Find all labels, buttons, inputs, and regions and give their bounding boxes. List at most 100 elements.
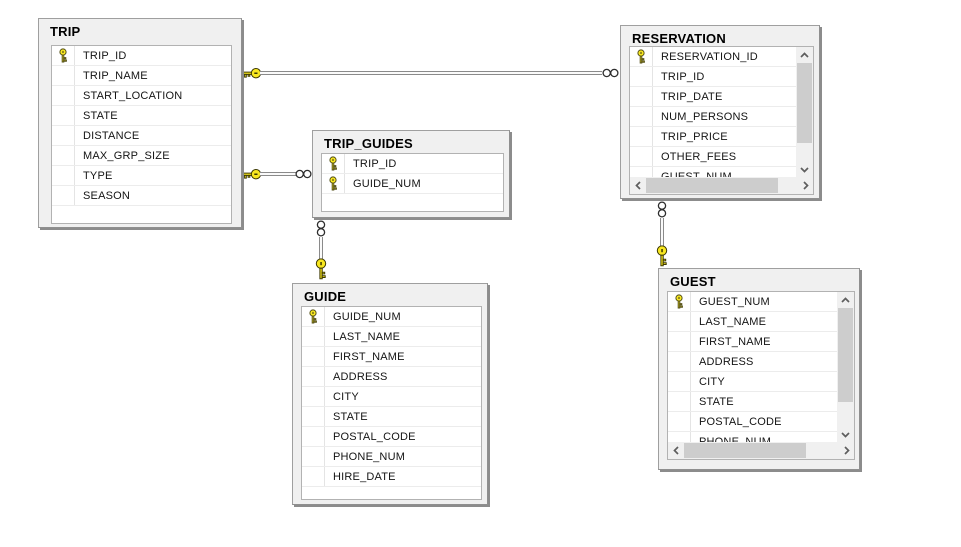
many-end-infinity-icon	[601, 67, 620, 79]
horizontal-scroll-thumb[interactable]	[646, 178, 778, 193]
pk-cell-empty	[52, 126, 75, 145]
scroll-right-icon[interactable]	[797, 177, 813, 194]
column-row[interactable]: ADDRESS	[302, 367, 481, 387]
column-name: GUEST_NUM	[699, 295, 770, 308]
table-window-trip[interactable]: TRIP TRIP_ID TRIP_NAME START_LOCATION STATE…	[38, 18, 242, 228]
column-name: STATE	[333, 410, 368, 423]
vertical-scrollbar[interactable]	[796, 47, 813, 177]
relationship-line[interactable]	[660, 218, 664, 246]
column-row[interactable]: STATE	[668, 392, 837, 412]
relationship-line[interactable]	[319, 237, 323, 260]
pk-cell-empty	[630, 147, 653, 166]
column-row[interactable]: SEASON	[52, 186, 231, 206]
relationship-line[interactable]	[260, 71, 602, 75]
horizontal-scrollbar[interactable]	[630, 177, 813, 194]
column-name: CITY	[699, 375, 725, 388]
column-row[interactable]: ADDRESS	[668, 352, 837, 372]
horizontal-scrollbar[interactable]	[668, 442, 854, 459]
column-row[interactable]: GUIDE_NUM	[302, 307, 481, 327]
column-row[interactable]: RESERVATION_ID	[630, 47, 796, 67]
table-grid: GUEST_NUM LAST_NAME FIRST_NAME ADDRESS CITY S…	[667, 291, 855, 460]
column-name: POSTAL_CODE	[699, 415, 782, 428]
column-name: FIRST_NAME	[699, 335, 771, 348]
pk-cell-empty	[668, 412, 691, 431]
scroll-up-icon[interactable]	[837, 292, 854, 308]
column-row[interactable]: HIRE_DATE	[302, 467, 481, 487]
column-name: TRIP_ID	[83, 49, 127, 62]
column-row[interactable]: FIRST_NAME	[668, 332, 837, 352]
column-row[interactable]: POSTAL_CODE	[302, 427, 481, 447]
column-name: RESERVATION_ID	[661, 50, 758, 63]
column-name: OTHER_FEES	[661, 150, 737, 163]
column-name: LAST_NAME	[333, 330, 401, 343]
column-name: DISTANCE	[83, 129, 140, 142]
column-name: MAX_GRP_SIZE	[83, 149, 170, 162]
column-name: TYPE	[83, 169, 113, 182]
column-name: GUEST_NUM	[661, 170, 732, 178]
scroll-left-icon[interactable]	[668, 442, 684, 459]
column-row[interactable]: NUM_PERSONS	[630, 107, 796, 127]
horizontal-scroll-thumb[interactable]	[684, 443, 806, 458]
column-row[interactable]: POSTAL_CODE	[668, 412, 837, 432]
column-row[interactable]: FIRST_NAME	[302, 347, 481, 367]
column-row[interactable]: GUEST_NUM	[630, 167, 796, 177]
column-row[interactable]: START_LOCATION	[52, 86, 231, 106]
scroll-left-icon[interactable]	[630, 177, 646, 194]
vertical-scrollbar[interactable]	[837, 292, 854, 442]
column-row[interactable]: TRIP_PRICE	[630, 127, 796, 147]
column-row[interactable]: PHONE_NUM	[668, 432, 837, 442]
column-name: SEASON	[83, 189, 131, 202]
scroll-down-icon[interactable]	[837, 426, 854, 442]
pk-cell-empty	[52, 106, 75, 125]
vertical-scroll-thumb[interactable]	[797, 63, 812, 143]
column-row[interactable]: LAST_NAME	[668, 312, 837, 332]
table-title: TRIP_GUIDES	[324, 136, 413, 151]
relationship-line[interactable]	[260, 172, 296, 176]
scroll-up-icon[interactable]	[796, 47, 813, 63]
column-row[interactable]: TRIP_ID	[322, 154, 503, 174]
pk-cell-empty	[52, 146, 75, 165]
scroll-right-icon[interactable]	[838, 442, 854, 459]
column-row[interactable]: TRIP_DATE	[630, 87, 796, 107]
table-window-reservation[interactable]: RESERVATION RESERVATION_ID TRIP_ID TRIP_DA…	[620, 25, 820, 199]
pk-cell-empty	[630, 167, 653, 177]
column-row[interactable]: GUEST_NUM	[668, 292, 837, 312]
table-grid: RESERVATION_ID TRIP_ID TRIP_DATE NUM_PERSON…	[629, 46, 814, 195]
column-name: CITY	[333, 390, 359, 403]
column-row[interactable]: LAST_NAME	[302, 327, 481, 347]
column-row[interactable]: DISTANCE	[52, 126, 231, 146]
column-row[interactable]: TYPE	[52, 166, 231, 186]
pk-cell-empty	[630, 127, 653, 146]
column-row[interactable]: CITY	[668, 372, 837, 392]
column-row[interactable]: GUIDE_NUM	[322, 174, 503, 194]
column-name: GUIDE_NUM	[353, 177, 421, 190]
column-row[interactable]: STATE	[302, 407, 481, 427]
many-end-infinity-icon	[656, 200, 668, 219]
column-row[interactable]: OTHER_FEES	[630, 147, 796, 167]
pk-cell-empty	[668, 392, 691, 411]
scroll-down-icon[interactable]	[796, 161, 813, 177]
table-grid: TRIP_ID GUIDE_NUM	[321, 153, 504, 212]
pk-cell-empty	[52, 166, 75, 185]
one-end-key-icon	[242, 66, 262, 80]
column-row[interactable]: STATE	[52, 106, 231, 126]
table-title: TRIP	[50, 24, 81, 39]
column-row[interactable]: CITY	[302, 387, 481, 407]
column-name: TRIP_DATE	[661, 90, 723, 103]
column-name: TRIP_ID	[353, 157, 397, 170]
table-window-trip-guides[interactable]: TRIP_GUIDES TRIP_ID GUIDE_NUM	[312, 130, 510, 218]
primary-key-icon	[322, 154, 345, 173]
column-row[interactable]: TRIP_ID	[52, 46, 231, 66]
pk-cell-empty	[668, 372, 691, 391]
vertical-scroll-thumb[interactable]	[838, 308, 853, 402]
column-name: START_LOCATION	[83, 89, 183, 102]
table-title: RESERVATION	[632, 31, 726, 46]
column-row[interactable]: TRIP_ID	[630, 67, 796, 87]
column-row[interactable]: TRIP_NAME	[52, 66, 231, 86]
column-row[interactable]: PHONE_NUM	[302, 447, 481, 467]
column-row[interactable]: MAX_GRP_SIZE	[52, 146, 231, 166]
pk-cell-empty	[668, 352, 691, 371]
